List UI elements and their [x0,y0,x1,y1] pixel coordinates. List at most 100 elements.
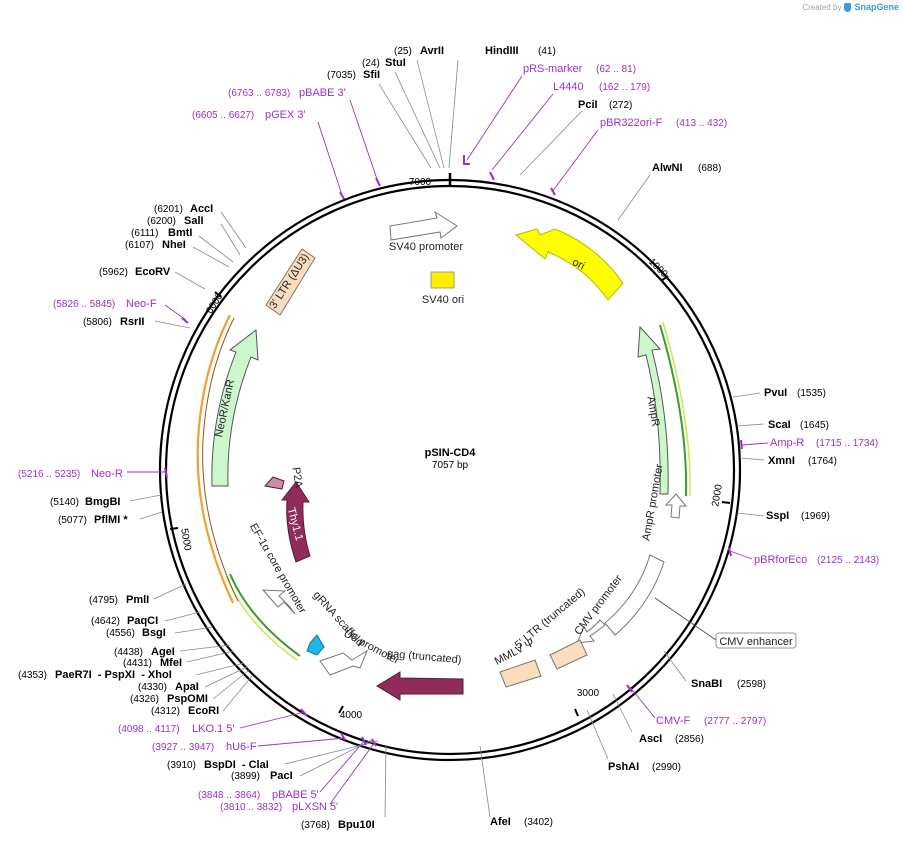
site-pmli-name: PmlI [126,594,149,606]
site-pvui-pos: (1535) [797,388,826,399]
ori-arrow [514,228,624,301]
site-scai-name: ScaI [768,419,791,431]
site-rsrii-pos: (5806) [83,317,112,328]
site-pcii-pos: (272) [609,100,632,111]
site-alwni-pos: (688) [698,163,721,174]
site-ecori-pos: (4312) [151,706,180,717]
primer-pgex3-pos: (6605 .. 6627) [192,110,254,121]
p2a-label: P2A [290,466,305,489]
primer-plxsn5-name: pLXSN 5' [292,801,338,813]
ampr-arrow [637,325,669,495]
ori-label: ori [570,256,586,272]
site-xmni-pos: (1764) [808,456,837,467]
primer-plxsn5-pos: (3810 .. 3832) [220,802,282,813]
site-bsgi-name: BsgI [142,627,166,639]
tick-5000: 5000 [178,528,193,552]
ampr-promoter-arrow [664,493,688,519]
primer-pbr322ori-pos: (413 .. 432) [676,118,727,129]
primer-ampr-name: Amp-R [770,437,804,449]
primer-prs-marker-pos: (62 .. 81) [596,64,636,75]
primer-hu6f-pos: (3927 .. 3947) [152,742,214,753]
site-bmgbi-name: BmgBI [85,496,120,508]
primer-pbr322ori-name: pBR322ori-F [600,117,663,129]
scale-ticks: 1000 2000 3000 4000 5000 6000 7000 [169,177,731,721]
sv40-promoter-label: SV40 promoter [389,241,463,253]
primer-neor-name: Neo-R [91,468,123,480]
cmv-enhancer-leader [654,597,717,641]
primer-l4440-pos: (162 .. 179) [599,82,650,93]
site-avrii-name: AvrII [420,45,444,57]
primer-labels: pRS-marker (62 .. 81) L4440 (162 .. 179)… [18,63,879,813]
site-paer7i-name: PaeR7I - PspXI - XhoI [55,669,172,681]
site-paer7i-pos: (4353) [18,670,47,681]
primer-pbrforeco-name: pBRforEco [754,554,807,566]
primer-neof-pos: (5826 .. 5845) [53,299,115,310]
site-nhei-name: NheI [162,239,186,251]
ltr5-box [549,639,588,670]
primer-ampr-pos: (1715 .. 1734) [816,438,878,449]
neo-orf-arc [196,314,234,604]
ef1a-promoter-arrow [261,589,296,615]
ampr-label: AmpR [644,395,661,427]
gag-arrow [376,671,464,701]
site-labels: (25) AvrII HindIII (41) (24) StuI (7035)… [18,45,837,831]
plasmid-length: 7057 bp [432,460,469,471]
site-sfii-name: SfiI [363,69,380,81]
site-pshai-name: PshAI [608,761,639,773]
thy11-arrow [280,481,311,563]
ampr-promoter-label: AmpR promoter [640,463,665,542]
site-bpu10i-pos: (3768) [301,820,330,831]
site-bsgi-pos: (4556) [106,628,135,639]
credit-prefix: Created by [802,2,842,12]
primer-pgex3-name: pGEX 3' [265,109,306,121]
tick-3000: 3000 [577,688,600,699]
site-pcii-name: PciI [578,99,598,111]
primer-lko1-pos: (4098 .. 4117) [118,724,180,735]
site-afei-pos: (3402) [524,817,553,828]
ampr-orf-halo [662,321,691,497]
site-bmgbi-pos: (5140) [50,497,79,508]
site-bpu10i-name: Bpu10I [338,819,375,831]
site-bspdi-name: BspDI - ClaI [204,759,269,771]
site-asci-name: AscI [639,733,662,745]
primer-leaders [127,75,769,805]
ef1a-orf-line [229,573,301,657]
site-psppomi-name: PspOMI [167,693,208,705]
site-rsrii-name: RsrII [120,316,144,328]
site-sali-name: SalI [184,215,204,227]
neo-orf-arc-halo [202,317,239,602]
tick-2000: 2000 [710,483,725,507]
primer-prs-marker-name: pRS-marker [523,63,583,75]
site-pshai-pos: (2990) [652,762,681,773]
site-ecorv-name: EcoRV [135,266,171,278]
site-sfii-pos: (7035) [327,70,356,81]
ltr3-label: 3' LTR (ΔU3) [267,252,311,311]
primer-hu6f-name: hU6-F [226,741,257,753]
site-bspdi-pos: (3910) [167,760,196,771]
site-paqci-pos: (4642) [91,616,120,627]
site-paqci-name: PaqCI [127,615,158,627]
neor-arrow [211,329,259,487]
site-apai-pos: (4330) [138,682,167,693]
site-alwni-name: AlwNI [652,162,683,174]
site-mfei-pos: (4431) [123,658,152,669]
primer-pbabe3-name: pBABE 3' [299,87,346,99]
tick-4000: 4000 [340,710,363,721]
site-asci-pos: (2856) [675,734,704,745]
primer-l4440-name: L4440 [553,81,584,93]
site-sali-pos: (6200) [147,216,176,227]
primer-pbabe5-pos: (3848 .. 3864) [198,790,260,801]
site-hindiii-pos: (41) [538,46,556,57]
primer-lko1-name: LKO.1 5' [192,723,234,735]
primer-neor-pos: (5216 .. 5235) [18,469,80,480]
site-stui-pos: (24) [362,58,380,69]
site-snabi-name: SnaBI [691,678,722,690]
site-pmli-pos: (4795) [89,595,118,606]
sv40-ori-box [430,271,455,289]
credit-brand: SnapGene [854,2,899,12]
site-ecorv-pos: (5962) [99,267,128,278]
site-afei-name: AfeI [490,816,511,828]
site-sspi-pos: (1969) [801,511,830,522]
site-acci-pos: (6201) [154,204,183,215]
site-sspi-name: SspI [766,510,789,522]
